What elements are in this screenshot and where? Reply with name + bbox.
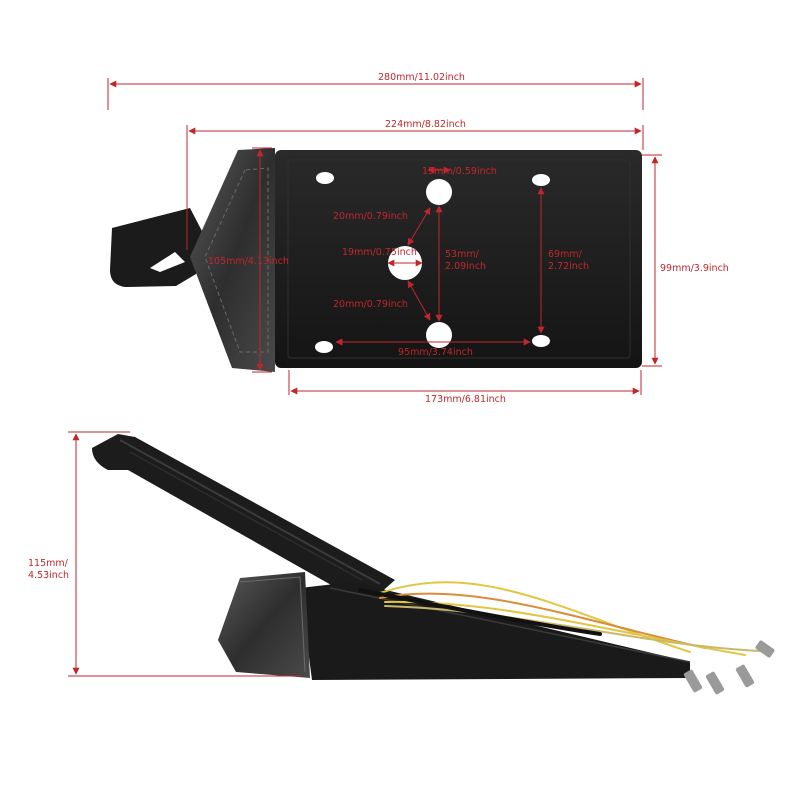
dim-hole-gap-upper: 20mm/0.79inch: [333, 211, 408, 222]
mount-hole-top-right: [532, 174, 550, 186]
mount-hole-bottom-right: [532, 335, 550, 347]
mount-hole-bottom-left: [315, 341, 333, 353]
wire-connectors: [683, 640, 775, 695]
top-view: 280mm/11.02inch 224mm/8.82inch 99mm/3.9i…: [107, 72, 729, 405]
tail-light-lens-detail: [204, 167, 269, 353]
bracket-arm: [110, 208, 204, 287]
dim-hole-gap-lower: 20mm/0.79inch: [333, 299, 408, 310]
bracket-slot: [150, 252, 185, 272]
dim-hole-spacing-center-a: 53mm/: [445, 249, 480, 260]
center-hole-bottom: [426, 322, 452, 348]
tail-light-housing: [190, 148, 275, 372]
side-bracket-arm-ridge: [119, 439, 381, 585]
side-view: 115mm/ 4.53inch: [28, 431, 775, 695]
side-base-top: [329, 587, 691, 663]
dim-hole-diameter-center: 19mm/0.75inch: [342, 247, 417, 258]
dim-plate-height: 99mm/3.9inch: [660, 263, 729, 274]
dim-side-height-a: 115mm/: [28, 558, 69, 569]
dim-hole-spacing-right-b: 2.72inch: [548, 261, 589, 272]
wiring-harness: [358, 581, 761, 656]
dim-light-height: 105mm/4.13inch: [208, 256, 289, 267]
dim-hole-diameter-small: 15mm/0.59inch: [422, 166, 497, 177]
dim-hole-spacing-center-b: 2.09inch: [445, 261, 486, 272]
side-tail-light-edge: [239, 576, 306, 673]
dim-plate-length: 224mm/8.82inch: [385, 119, 466, 130]
mount-hole-top-left: [316, 172, 334, 184]
side-bracket-arm-ridge-2: [129, 451, 363, 581]
plate-inner-edge: [287, 159, 631, 359]
license-plate-bracket: [275, 150, 642, 368]
dim-plate-width: 173mm/6.81inch: [425, 394, 506, 405]
dim-side-height-b: 4.53inch: [28, 570, 69, 581]
center-hole-top: [426, 179, 452, 205]
dim-hole-spacing-bottom: 95mm/3.74inch: [398, 347, 473, 358]
side-tail-light: [218, 572, 310, 678]
dim-overall-length: 280mm/11.02inch: [378, 72, 465, 83]
dim-hole-spacing-right-a: 69mm/: [548, 249, 583, 260]
